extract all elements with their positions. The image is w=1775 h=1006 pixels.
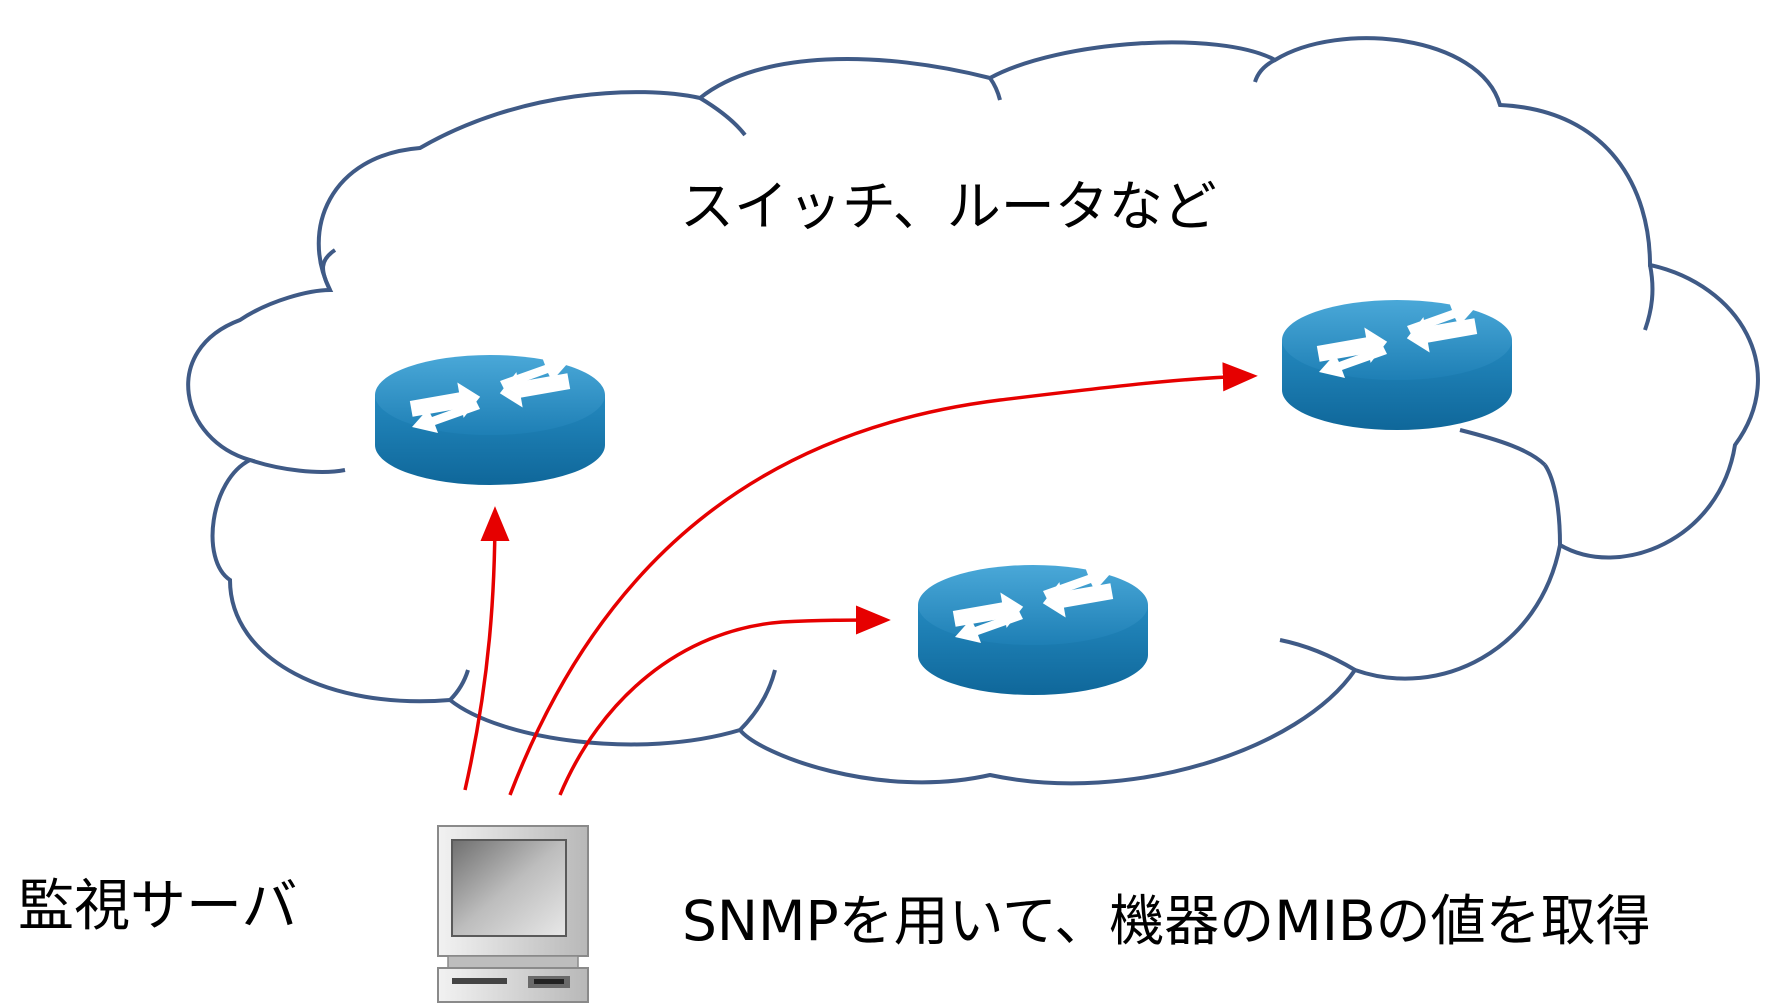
computer-icon[interactable] [437,825,589,1003]
router-icon[interactable] [918,565,1148,695]
cloud-inner-arc [249,458,346,474]
router-arrows-icon [409,357,571,433]
cloud-inner-arc [1543,463,1562,546]
cloud-inner-arc [1279,638,1357,672]
cloud-inner-arc [448,669,470,702]
cloud-label: スイッチ、ルータなど [680,175,1217,238]
cloud-inner-arc [738,669,777,732]
cloud-inner-arc [698,96,747,137]
cloud-inner-arc [1643,264,1655,331]
router-icon[interactable] [1282,300,1512,430]
cloud-shape [186,36,1760,786]
cloud-inner-arc [1253,58,1276,83]
router-arrows-icon [1316,302,1478,378]
snmp-arrow-to-router-left [463,506,510,791]
server-label: 監視サーバ [18,874,297,939]
router-arrows-icon [952,567,1114,643]
cloud-inner-arc [1459,428,1547,467]
cloud-inner-arc [321,248,337,291]
snmp-arrow-to-router-center [558,605,891,796]
router-icon[interactable] [375,355,605,485]
cloud-inner-arc [988,76,1002,101]
snmp-arrow-to-router-right [508,362,1258,796]
caption-text: SNMPを用いて、機器のMIBの値を取得 [682,889,1651,953]
